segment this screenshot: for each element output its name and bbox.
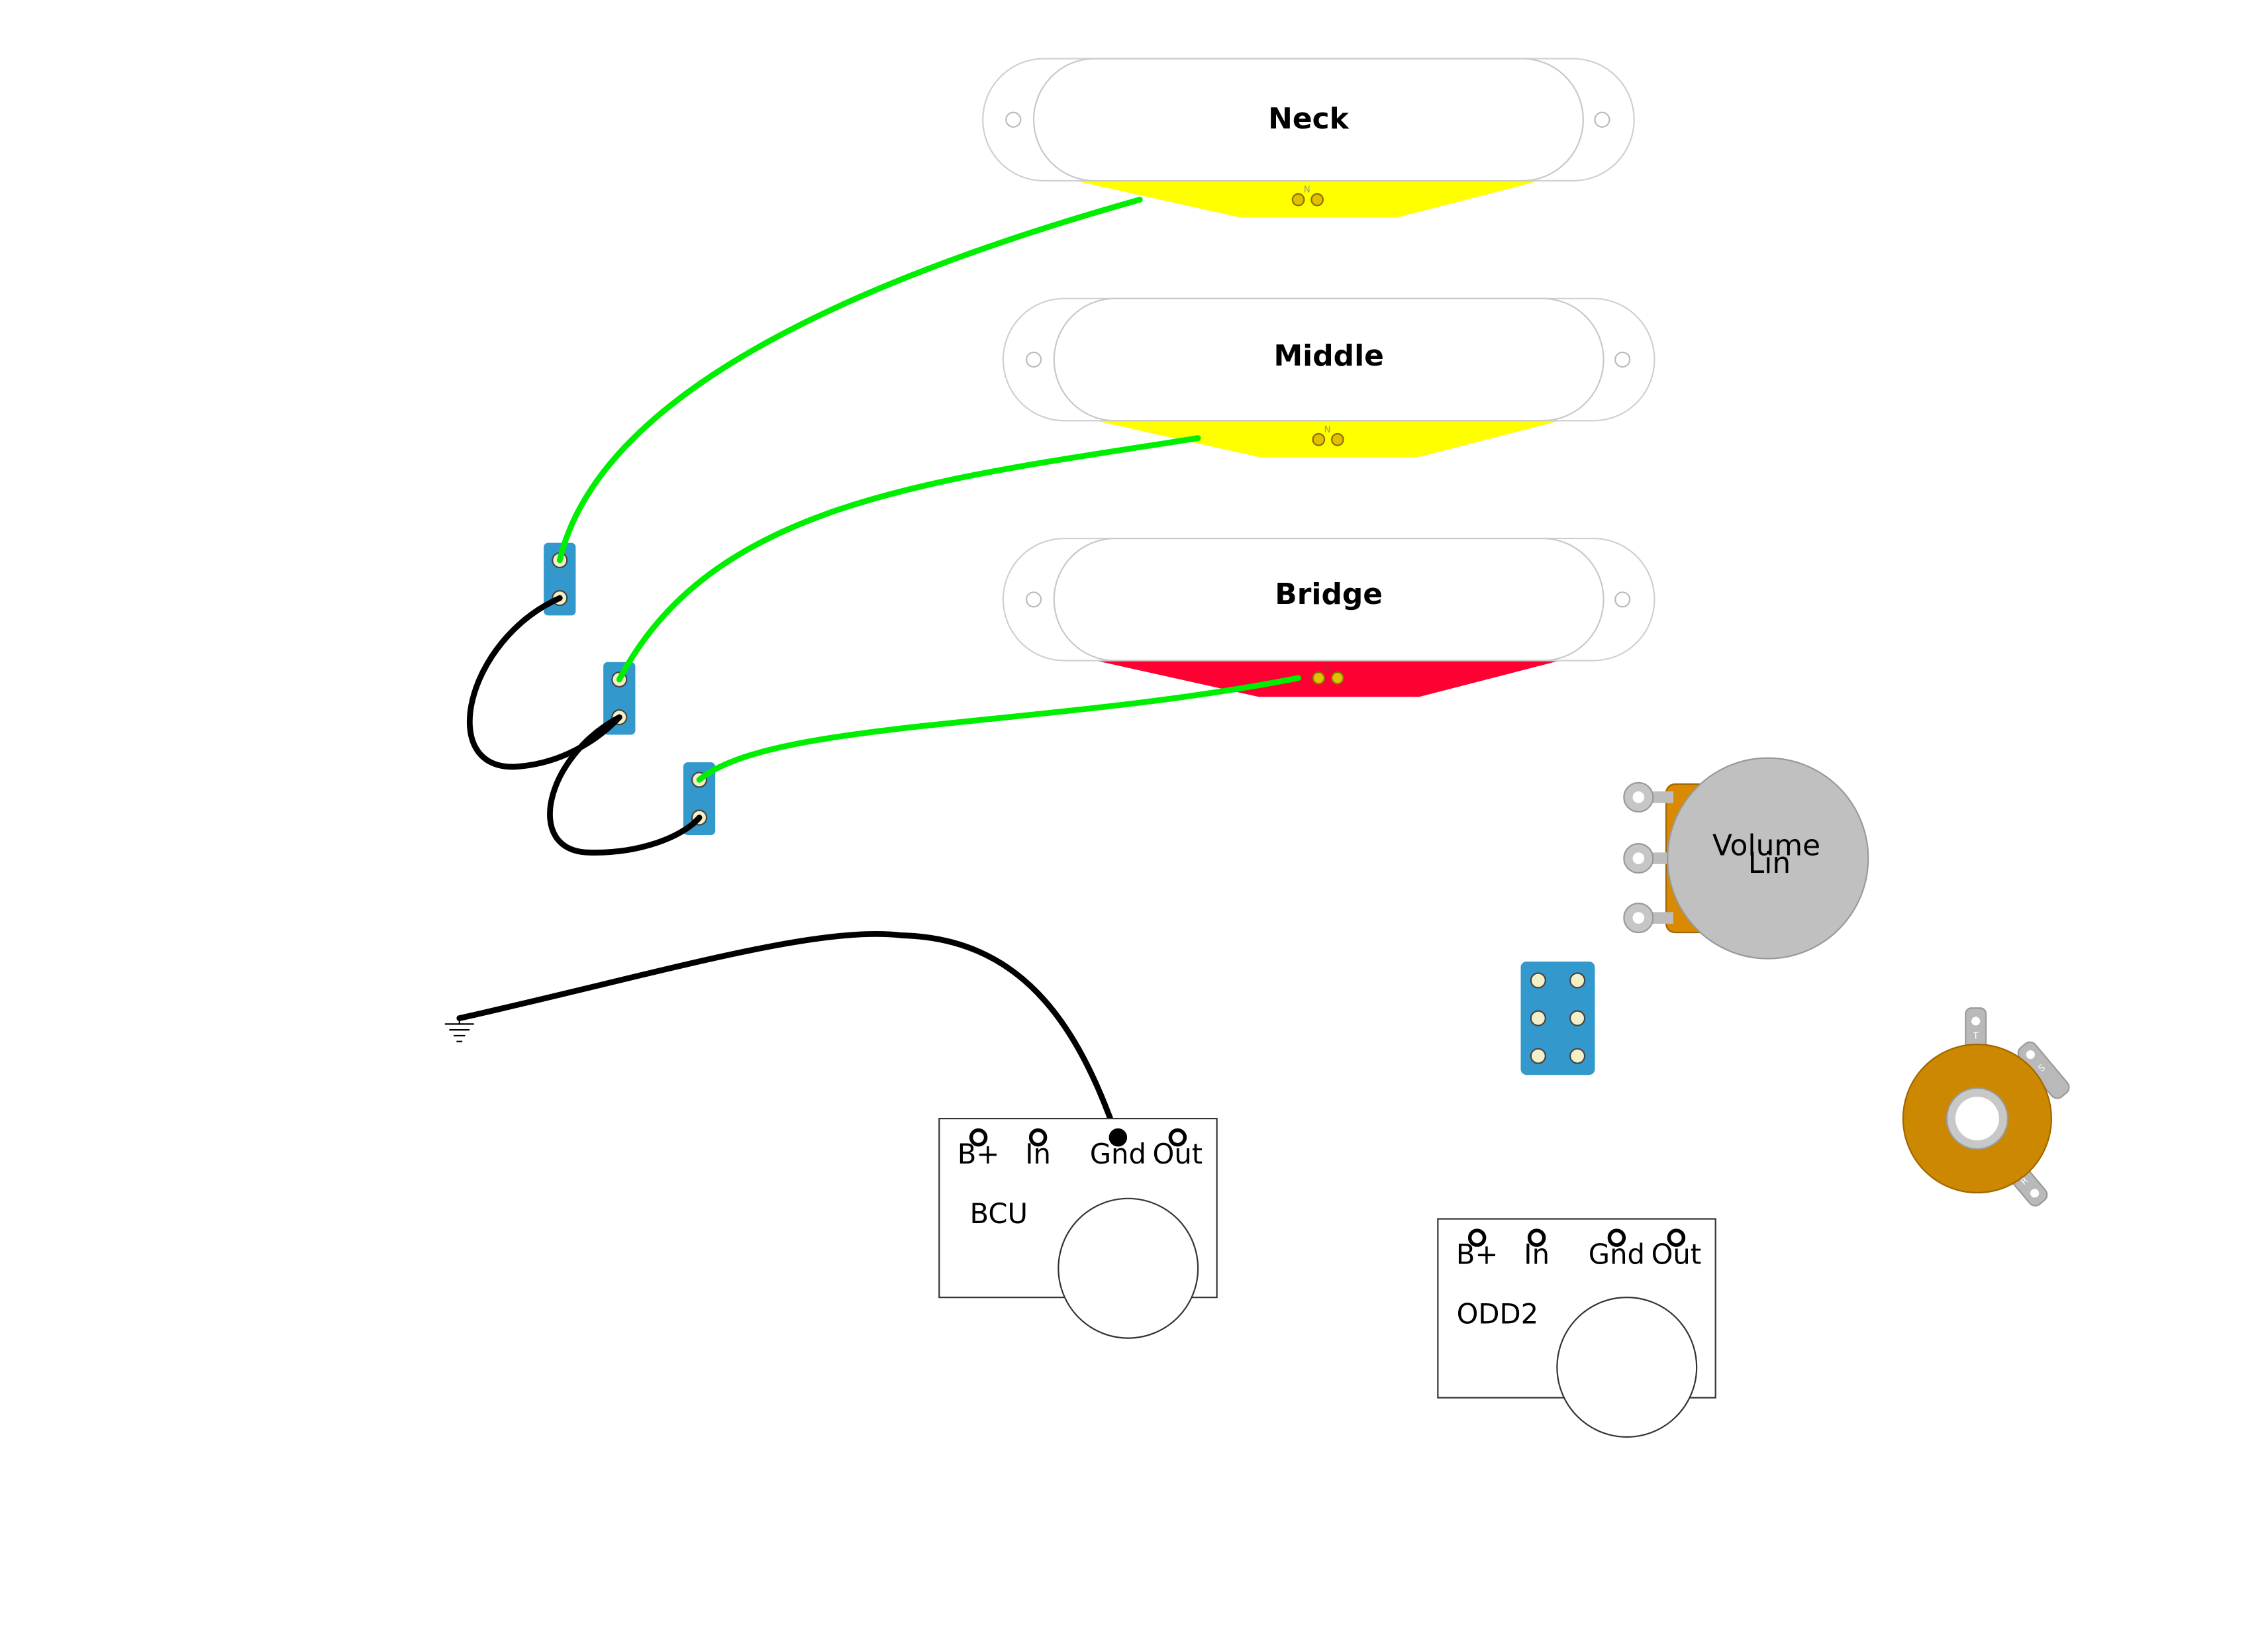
output-jack[interactable]: T S R xyxy=(1902,1007,2072,1209)
odd2-pot-knob[interactable] xyxy=(1556,1297,1698,1438)
odd2-terminal-gnd[interactable] xyxy=(1607,1228,1626,1247)
odd2-terminal-label: Out xyxy=(1652,1238,1702,1271)
wire-neck-hot[interactable] xyxy=(556,197,1143,564)
pot-lug-2[interactable] xyxy=(1623,843,1674,874)
odd2-terminal-in[interactable] xyxy=(1527,1228,1546,1247)
screw-hole-icon xyxy=(1025,351,1042,368)
solder-lug-icon[interactable] xyxy=(1569,1010,1586,1026)
neck-lug-start[interactable] xyxy=(1291,193,1305,207)
jack-hole xyxy=(1955,1097,1999,1141)
switch-icon[interactable] xyxy=(1520,961,1595,1075)
middle-lug-finish[interactable] xyxy=(1330,432,1344,446)
pot-lug-3[interactable] xyxy=(1623,903,1674,934)
pot-body xyxy=(1667,757,1869,960)
neck-pickup-label: Neck xyxy=(1268,102,1350,136)
odd2-terminal-label: In xyxy=(1524,1238,1550,1271)
wire-ground-1[interactable] xyxy=(466,595,622,770)
screw-hole-icon xyxy=(1594,111,1610,128)
solder-lug-icon[interactable] xyxy=(1530,1010,1546,1026)
bridge-pickup[interactable]: Bridge N xyxy=(1002,537,1655,697)
wire-bcu-ground[interactable] xyxy=(456,931,1120,1139)
bcu-module[interactable]: B+ In Gnd Out BCU xyxy=(938,1117,1218,1339)
screw-hole-icon xyxy=(1005,111,1022,128)
wire-middle-hot[interactable] xyxy=(616,435,1201,683)
bcu-terminal-out[interactable] xyxy=(1168,1128,1187,1147)
middle-pickup-label: Middle xyxy=(1273,339,1383,373)
bcu-terminal-label: B+ xyxy=(958,1138,1000,1170)
middle-pickup-baseplate xyxy=(1089,419,1566,458)
middle-pickup-polarity: N xyxy=(1324,425,1331,435)
neck-pickup-baseplate xyxy=(1068,179,1546,217)
solder-lug-icon[interactable] xyxy=(1569,1048,1586,1064)
odd2-terminal-out[interactable] xyxy=(1667,1228,1686,1247)
bcu-terminal-gnd[interactable] xyxy=(1109,1128,1128,1147)
bridge-pickup-label: Bridge xyxy=(1275,577,1383,611)
bcu-terminal-label: In xyxy=(1025,1138,1051,1170)
odd2-terminal-bplus[interactable] xyxy=(1467,1228,1487,1247)
neck-lug-finish[interactable] xyxy=(1310,193,1324,207)
odd2-module[interactable]: B+ In Gnd Out ODD2 xyxy=(1437,1218,1716,1438)
bcu-title: BCU xyxy=(970,1197,1028,1230)
bcu-pot-knob[interactable] xyxy=(1058,1197,1199,1339)
bcu-terminal-in[interactable] xyxy=(1028,1128,1048,1147)
pot-label-line1: Volume xyxy=(1712,829,1820,863)
bridge-pickup-baseplate xyxy=(1089,659,1566,697)
pot-lug-1[interactable] xyxy=(1623,781,1674,813)
ground-icon xyxy=(444,1018,474,1042)
middle-pickup[interactable]: Middle N xyxy=(1002,297,1655,458)
volume-pot[interactable]: Volume Lin xyxy=(1623,757,1869,960)
bridge-pickup-cover xyxy=(1053,537,1604,662)
bcu-terminal-bplus[interactable] xyxy=(969,1128,988,1147)
middle-pickup-cover xyxy=(1053,297,1604,422)
wire-ground-2[interactable] xyxy=(547,714,703,856)
jack-tab-tip-label: T xyxy=(1973,1031,1979,1041)
pot-label-line2: Lin xyxy=(1748,846,1791,880)
solder-lug-icon[interactable] xyxy=(1530,972,1546,989)
neck-pickup[interactable]: Neck N xyxy=(982,58,1635,217)
neck-pickup-polarity: N xyxy=(1304,185,1310,195)
bcu-terminal-label: Gnd xyxy=(1090,1138,1146,1170)
bcu-terminal-label: Out xyxy=(1153,1138,1203,1170)
odd2-terminal-label: Gnd xyxy=(1589,1238,1645,1271)
solder-lug-icon[interactable] xyxy=(1530,1048,1546,1064)
screw-hole-icon xyxy=(1614,591,1631,608)
wires xyxy=(456,197,1301,1139)
bridge-pickup-polarity: N xyxy=(1324,665,1331,675)
neck-pickup-cover xyxy=(1032,58,1585,182)
wire-bridge-hot[interactable] xyxy=(696,675,1301,783)
bridge-lug-start[interactable] xyxy=(1312,671,1326,685)
jack-tab-tip[interactable]: T xyxy=(1965,1007,1987,1053)
screw-hole-icon xyxy=(1614,351,1631,368)
bridge-lug-finish[interactable] xyxy=(1330,671,1344,685)
odd2-terminal-label: B+ xyxy=(1456,1238,1499,1271)
middle-lug-start[interactable] xyxy=(1312,432,1326,446)
odd2-title: ODD2 xyxy=(1457,1298,1539,1330)
screw-hole-icon xyxy=(1025,591,1042,608)
solder-lug-icon[interactable] xyxy=(1569,972,1586,989)
